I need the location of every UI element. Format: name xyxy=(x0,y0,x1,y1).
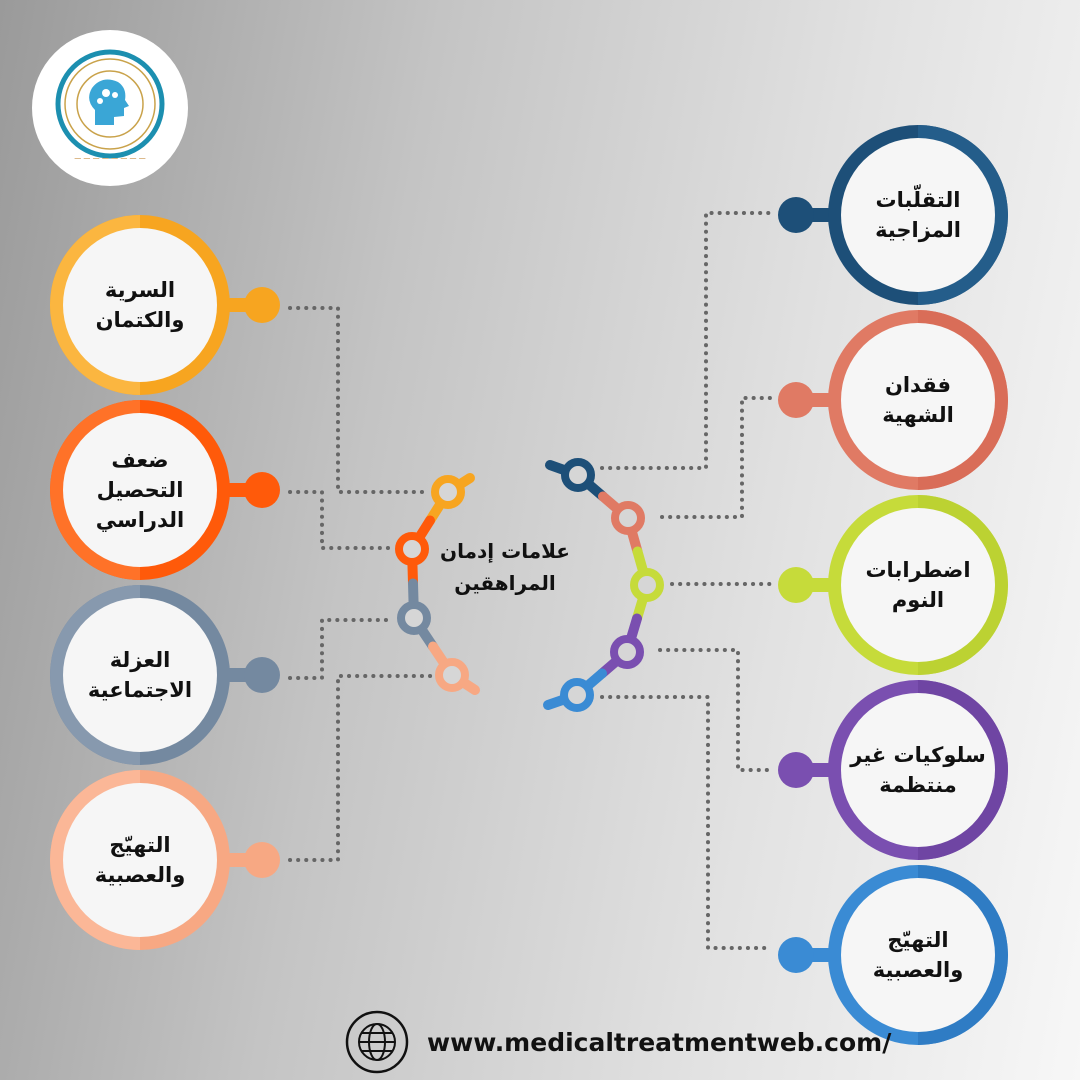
item-label: والكتمان xyxy=(96,308,185,332)
bubble-face xyxy=(841,323,995,477)
item-label: والعصبية xyxy=(873,958,964,982)
item-label: التقلّبات xyxy=(876,183,961,212)
globe-icon xyxy=(345,1010,409,1074)
knob-dot xyxy=(778,567,814,603)
item-label: المزاجية xyxy=(875,218,961,242)
center-title-line1: علامات إدمان xyxy=(440,539,570,563)
right-item-0: التقلّبات المزاجية xyxy=(778,125,1008,305)
item-label: التهيّج xyxy=(887,928,948,952)
knob-dot xyxy=(778,937,814,973)
arc-segment xyxy=(543,695,568,710)
bubble-face xyxy=(63,413,217,567)
arc-node xyxy=(610,635,644,669)
logo: — — — — — — — — xyxy=(32,30,188,186)
item-label: الشهية xyxy=(882,403,954,427)
item-label: منتظمة xyxy=(879,773,956,797)
bubble-face xyxy=(63,783,217,937)
item-label: سلوكيات غير xyxy=(849,743,985,767)
left-item-0: السرية والكتمان xyxy=(50,215,280,395)
arc-node xyxy=(395,532,429,566)
bubble-face xyxy=(841,878,995,1032)
left-item-2: العزلة الاجتماعية xyxy=(50,585,280,765)
knob-dot xyxy=(778,197,814,233)
knob-dot xyxy=(778,382,814,418)
item-label: التهيّج xyxy=(109,833,170,857)
item-label: الدراسي xyxy=(96,508,184,532)
item-label: والعصبية xyxy=(95,863,186,887)
item-label: التحصيل xyxy=(97,478,184,502)
right-item-3: سلوكيات غير منتظمة xyxy=(778,680,1008,860)
item-label: فقدان xyxy=(885,373,951,397)
knob-dot xyxy=(244,472,280,508)
left-item-3: التهيّج والعصبية xyxy=(50,770,280,950)
svg-text:— — — — — — — —: — — — — — — — — xyxy=(74,154,146,162)
arc-node xyxy=(435,658,469,692)
head-icon xyxy=(89,79,129,125)
arc-node xyxy=(630,568,664,602)
website-link[interactable]: www.medicaltreatmentweb.com/ xyxy=(427,1028,892,1057)
item-label: النوم xyxy=(892,588,944,612)
knob-dot xyxy=(778,752,814,788)
item-label: ضعف xyxy=(111,448,168,472)
arc-node xyxy=(431,475,465,509)
bubble-face xyxy=(63,228,217,382)
bubble-face xyxy=(841,508,995,662)
left-arc xyxy=(395,473,480,695)
right-item-4: التهيّج والعصبية xyxy=(778,865,1008,1045)
right-arc xyxy=(543,458,664,712)
center-title-line2: المراهقين xyxy=(454,571,556,595)
knob-dot xyxy=(244,657,280,693)
bubble-face xyxy=(841,693,995,847)
bubble-face xyxy=(63,598,217,752)
knob-dot xyxy=(244,842,280,878)
bubble-face xyxy=(841,138,995,292)
item-label: العزلة xyxy=(110,648,171,672)
arc-node xyxy=(611,501,645,535)
right-item-2: اضطرابات النوم xyxy=(778,495,1008,675)
knob-dot xyxy=(244,287,280,323)
item-label: السرية xyxy=(105,278,175,302)
arc-node xyxy=(560,678,594,712)
connectors xyxy=(288,211,774,950)
right-item-1: فقدان الشهية xyxy=(778,310,1008,490)
arc-node xyxy=(561,458,595,492)
item-label: اضطرابات xyxy=(865,558,970,582)
arc-node xyxy=(397,601,431,635)
item-label: الاجتماعية xyxy=(88,678,192,702)
left-item-1: ضعف التحصيل الدراسي xyxy=(50,400,280,580)
